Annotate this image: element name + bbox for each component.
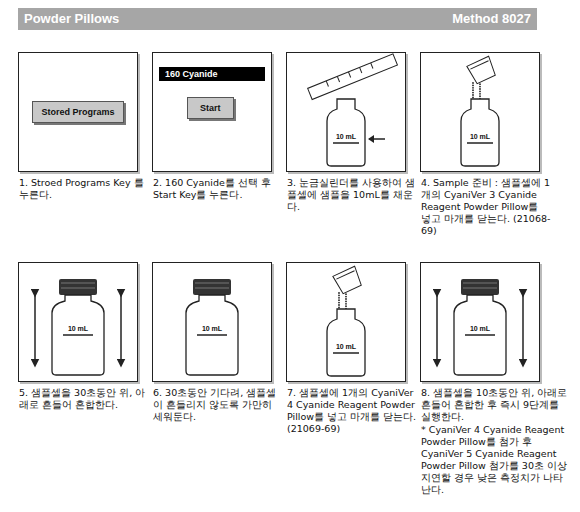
step-caption: 5. 샘플셀을 30초동안 위, 아래로 흔들어 혼합한다. (19, 387, 149, 411)
screen-button: Start (187, 97, 234, 119)
step-panel: 1. Stroed Programs Key 를 누른다.Stored Prog… (18, 52, 138, 172)
button-text: Stored Programs (41, 107, 114, 117)
volume-label: 10 mL (336, 343, 356, 350)
volume-label: 10 mL (202, 325, 222, 332)
header-title: Powder Pillows (24, 10, 119, 28)
step-illustration (421, 53, 539, 171)
program-bar: 160 Cyanide (159, 67, 265, 81)
screen-button: Stored Programs (32, 101, 123, 123)
step-panel: 6. 30초동안 기다려, 샘플셀이 흔들리지 않도록 가만히 세워둔다.10 … (152, 262, 272, 382)
step-panel: 2. 160 Cyanide를 선택 후 Start Key를 누른다.160 … (152, 52, 272, 172)
step-panel: 3. 눈금실린더를 사용하여 샘플셀에 샘플을 10mL를 채운다.10 mL (286, 52, 406, 172)
method-number: Method 8027 (452, 10, 531, 28)
step-panel: 4. Sample 준비 : 샘플셀에 1개의 CyaniVer 3 Cyani… (420, 52, 540, 172)
step-caption: 6. 30초동안 기다려, 샘플셀이 흔들리지 않도록 가만히 세워둔다. (153, 387, 283, 423)
step-panel: 5. 샘플셀을 30초동안 위, 아래로 흔들어 혼합한다.10 mL (18, 262, 138, 382)
volume-label: 10 mL (336, 133, 356, 140)
step-illustration (19, 263, 137, 381)
volume-label: 10 mL (470, 133, 490, 140)
step-caption: 7. 샘플셀에 1개의 CyaniVer 4 Cyanide Reagent P… (287, 387, 417, 435)
step-panel: 8. 샘플셀을 10초동안 위, 아래로 흔들어 혼합한 후 즉시 9단계를 실… (420, 262, 540, 382)
button-text: Start (200, 103, 221, 113)
step-illustration (421, 263, 539, 381)
step-illustration (287, 263, 405, 381)
step-illustration (153, 263, 271, 381)
step-caption: 4. Sample 준비 : 샘플셀에 1개의 CyaniVer 3 Cyani… (421, 177, 551, 237)
step-panel: 7. 샘플셀에 1개의 CyaniVer 4 Cyanide Reagent P… (286, 262, 406, 382)
step-caption: 1. Stroed Programs Key 를 누른다. (19, 177, 149, 201)
volume-label: 10 mL (68, 325, 88, 332)
step-note: * CyaniVer 4 Cyanide Reagent Powder Pill… (421, 424, 569, 496)
volume-label: 10 mL (470, 325, 490, 332)
step-caption: 3. 눈금실린더를 사용하여 샘플셀에 샘플을 10mL를 채운다. (287, 177, 417, 213)
button-text: 160 Cyanide (165, 69, 218, 79)
step-caption: 2. 160 Cyanide를 선택 후 Start Key를 누른다. (153, 177, 283, 201)
step-illustration (287, 53, 405, 171)
step-caption: 8. 샘플셀을 10초동안 위, 아래로 흔들어 혼합한 후 즉시 9단계를 실… (421, 387, 569, 423)
